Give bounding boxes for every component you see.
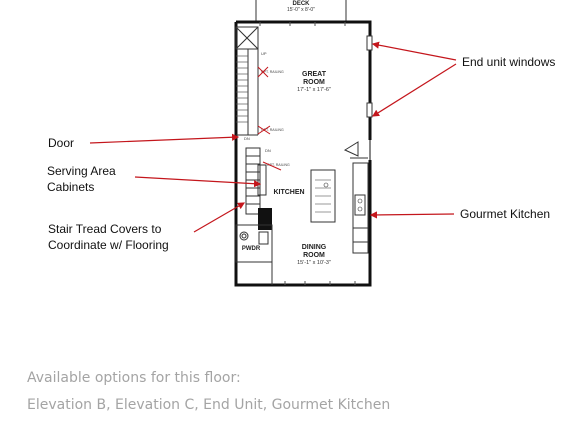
opt-railing-label-3: OPT. RAILING (267, 163, 290, 167)
end-unit-window-top (366, 35, 373, 51)
pantry-block (258, 208, 272, 230)
dining-room-label: DINING ROOM 15'-1" x 10'-3" (297, 244, 331, 266)
kitchen-label: KITCHEN (273, 189, 304, 196)
annotation-gourmet-kitchen: Gourmet Kitchen (460, 207, 551, 221)
opt-railing-label-2: OPT. RAILING (261, 128, 284, 132)
exterior-walls (234, 20, 372, 287)
dining-room-name-2: ROOM (303, 252, 325, 259)
options-list: Elevation B, Elevation C, End Unit, Gour… (27, 397, 391, 413)
stair-up-label: UP (261, 51, 267, 56)
great-room-label: GREAT ROOM 17'-1" x 17'-6" (297, 71, 331, 93)
deck: DECK 15'-0" x 8'-0" (255, 0, 347, 22)
deck-dims: 15'-0" x 8'-0" (287, 7, 315, 13)
options-title: Available options for this floor: (27, 370, 241, 386)
arrow-serving-area (134, 176, 262, 188)
annotation-serving-area-line1: Serving Area (47, 164, 116, 178)
annotation-stair-treads-line2: Coordinate w/ Flooring (48, 238, 169, 252)
arrow-door (89, 133, 240, 144)
stair-labels: UP DN DN OPT. RAILING OPT. RAILING OPT. … (244, 51, 290, 167)
great-room-name-2: ROOM (303, 79, 325, 86)
annotation-stair-treads-line1: Stair Tread Covers to (48, 222, 162, 236)
arrow-gourmet-kitchen (369, 211, 455, 219)
top-windows (259, 22, 346, 26)
dining-room-dims: 15'-1" x 10'-3" (297, 260, 331, 266)
stair-treads-upper (236, 55, 248, 123)
arrow-end-unit-windows-top (371, 41, 457, 61)
stair-dn-label-2: DN (265, 148, 271, 153)
annotation-serving-area-line2: Cabinets (47, 180, 95, 194)
dining-room-name-1: DINING (302, 244, 327, 251)
arrow-stair-treads (193, 202, 246, 233)
bottom-windows (284, 281, 356, 285)
great-room-name-1: GREAT (302, 71, 327, 78)
end-unit-window-bottom (366, 102, 373, 118)
annotation-door: Door (48, 136, 75, 150)
great-room-dims: 17'-1" x 17'-6" (297, 87, 331, 93)
opt-railing-label-1: OPT. RAILING (261, 70, 284, 74)
stair-core (235, 26, 259, 136)
serving-area-cabinets (257, 164, 267, 196)
powder-room-label: PWDR (242, 246, 261, 252)
gourmet-kitchen-counter (352, 162, 369, 254)
stair-dn-label-1: DN (244, 136, 250, 141)
annotation-end-unit-windows: End unit windows (462, 55, 556, 69)
arrow-end-unit-windows-bottom (371, 63, 457, 117)
entry-door (343, 141, 368, 159)
kitchen-island (310, 169, 336, 223)
annotation-arrows (89, 41, 457, 233)
railing-x-marks (257, 66, 282, 171)
deck-label: DECK (292, 1, 310, 7)
powder-room (235, 224, 273, 285)
